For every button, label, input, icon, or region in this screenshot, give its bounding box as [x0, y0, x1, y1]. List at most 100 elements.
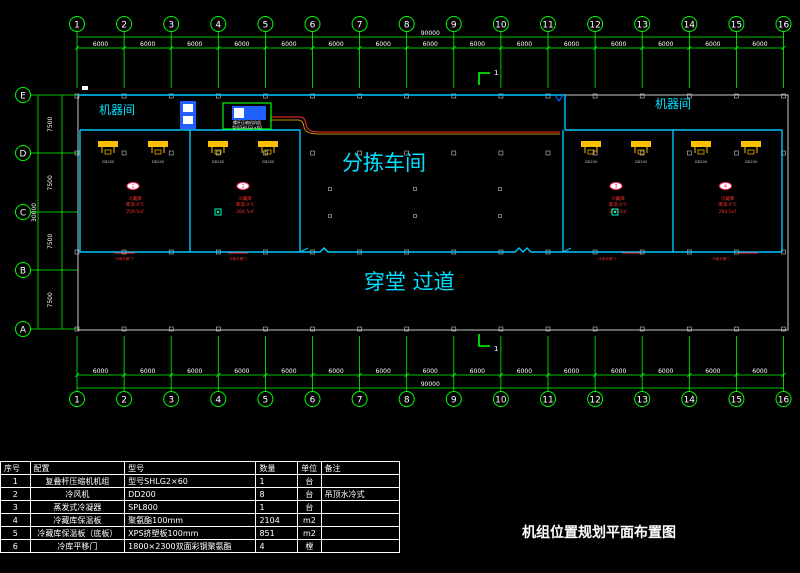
- bom-unit: m2: [297, 526, 322, 540]
- column-marker: [263, 93, 268, 99]
- column-marker: [498, 326, 504, 332]
- column-marker: [781, 93, 786, 99]
- door-label: 冷库平移门: [598, 256, 616, 261]
- dim-left-bay: 7500: [47, 117, 54, 132]
- column-marker: [310, 326, 315, 332]
- bom-unit: 台: [297, 500, 322, 514]
- column-marker: [451, 93, 457, 99]
- column-marker: [545, 93, 551, 99]
- bom-config: 冷库平移门: [29, 539, 126, 553]
- room-number: 4: [724, 184, 727, 190]
- axis-label: 16: [778, 396, 790, 406]
- axis-bubble: [257, 391, 274, 407]
- column-marker: [121, 150, 127, 156]
- axis-bubble: [304, 16, 321, 32]
- bom-header-config: 配置: [29, 461, 126, 475]
- bom-model: 型号SHLG2×60: [124, 474, 257, 488]
- dim-left-bay: 7500: [47, 292, 54, 307]
- bom-model: SPL800: [124, 500, 257, 514]
- column-marker: [74, 249, 80, 255]
- dim-bay: 6000: [752, 368, 767, 375]
- dim-bay: 6000: [564, 368, 579, 375]
- room-name: 冷藏库: [128, 195, 142, 202]
- bom-no: 2: [0, 487, 31, 501]
- cooler-unit: [258, 141, 278, 147]
- column-marker: [451, 326, 457, 332]
- dim-left-bay: 7500: [47, 234, 54, 249]
- column-marker: [592, 326, 598, 332]
- axis-label: 7: [357, 396, 363, 406]
- building-outline: [77, 94, 789, 331]
- room-temp: 库温-0℃: [236, 201, 255, 208]
- column-marker: [498, 93, 504, 99]
- column-marker: [357, 150, 362, 156]
- room-area: 264.5㎡: [236, 208, 254, 215]
- room-temp: 库温-0℃: [609, 201, 628, 208]
- column-marker: [498, 150, 504, 156]
- axis-label: 9: [451, 396, 457, 406]
- bom-config: 冷藏库保温板: [29, 513, 126, 527]
- bom-header-row: 序号 配置 型号 数量 单位 备注: [0, 461, 401, 475]
- axis-bubble: [116, 16, 133, 32]
- axis-label: 6: [310, 21, 316, 31]
- axis-label: 4: [215, 396, 221, 406]
- room-number: 3: [614, 184, 617, 190]
- dim-bay: 6000: [658, 368, 673, 375]
- column-marker: [216, 326, 221, 332]
- axis-bubble: [15, 87, 31, 103]
- dim-bay: 6000: [93, 368, 108, 375]
- axis-bubble: [775, 16, 792, 32]
- room-temp: 库温-0℃: [718, 201, 737, 208]
- column-marker: [263, 326, 268, 332]
- column-marker: [686, 326, 692, 332]
- bom-model: 1800×2300双面彩钢聚氨酯: [124, 539, 257, 553]
- column-marker: [592, 93, 598, 99]
- dim-left-total: 30000: [31, 203, 38, 222]
- room-area: 264.5㎡: [719, 208, 737, 215]
- axis-label: 1: [74, 396, 80, 406]
- column-marker: [686, 150, 692, 156]
- axis-label: A: [20, 326, 27, 336]
- cooler-unit: [148, 141, 168, 147]
- column-marker: [545, 326, 551, 332]
- axis-bubble: [69, 16, 85, 32]
- section-label-top: 1: [494, 69, 498, 77]
- column-marker: [121, 326, 127, 332]
- dim-bay: 6000: [423, 368, 438, 375]
- dim-bay: 6000: [187, 368, 202, 375]
- dim-left-bay: 7500: [47, 175, 54, 190]
- room-name: 冷藏库: [611, 195, 625, 202]
- dim-bay: 6000: [281, 368, 296, 375]
- bom-qty: 1: [255, 500, 299, 514]
- axis-bubble: [163, 16, 180, 32]
- axis-label: 9: [451, 21, 457, 31]
- axis-bubble: [728, 16, 745, 32]
- drawing-title: 机组位置规划平面布置图: [522, 525, 676, 541]
- room-area: 259.5㎡: [126, 208, 144, 215]
- bom-no: 6: [0, 539, 31, 553]
- axis-label: 13: [636, 21, 647, 31]
- bom-qty: 4: [255, 539, 299, 553]
- room-name: 冷藏库: [238, 195, 252, 202]
- bom-header-unit: 单位: [297, 461, 322, 475]
- compressor-unit: 螺杆压缩机机组 型号SHLG2×60: [222, 102, 272, 130]
- bom-qty: 851: [255, 526, 299, 540]
- dim-bay: 6000: [423, 41, 438, 48]
- cooler-label: DD200: [745, 160, 757, 164]
- column-marker: [74, 93, 80, 99]
- axis-bubble: [398, 16, 415, 32]
- dim-bay: 6000: [517, 41, 532, 48]
- cooler-unit: [98, 141, 118, 147]
- bom-qty: 2104: [255, 513, 299, 527]
- column-marker: [781, 326, 786, 332]
